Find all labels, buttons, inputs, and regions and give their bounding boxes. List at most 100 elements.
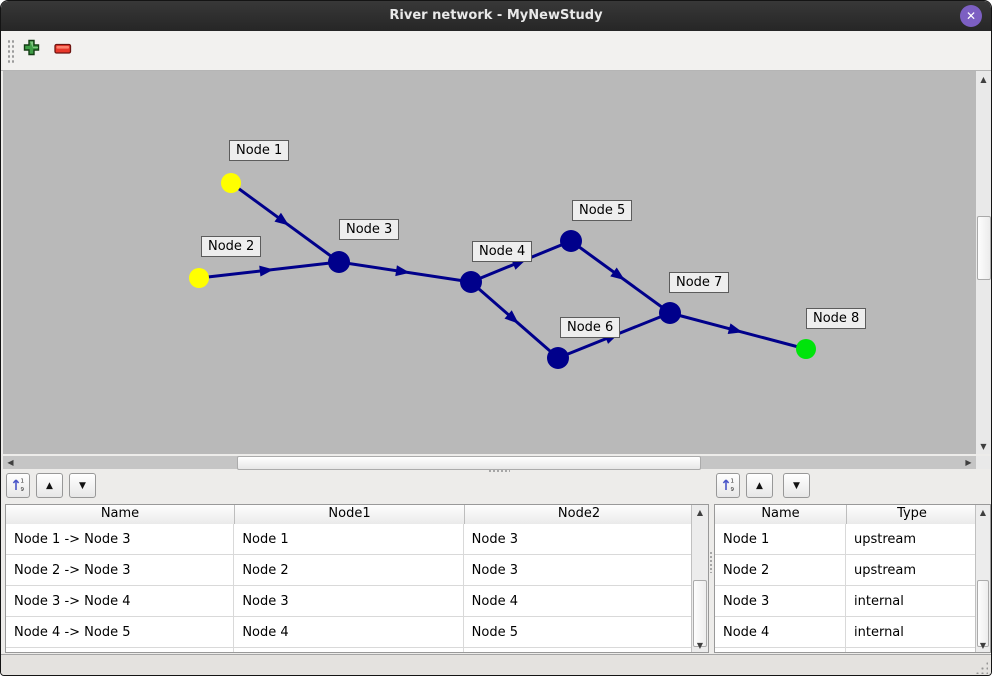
table-cell[interactable] — [846, 648, 976, 652]
network-node[interactable] — [460, 271, 482, 293]
node-label[interactable]: Node 8 — [806, 308, 867, 329]
network-node[interactable] — [221, 173, 241, 193]
title-bar[interactable]: River network - MyNewStudy ✕ — [1, 1, 991, 31]
table-cell[interactable]: Node 5 — [464, 617, 692, 647]
column-header[interactable]: Node1 — [235, 505, 465, 524]
node-label[interactable]: Node 7 — [669, 272, 730, 293]
edge-arrow-icon — [727, 323, 743, 334]
table-cell[interactable]: Node 2 -> Node 3 — [6, 555, 235, 585]
table-cell[interactable] — [464, 648, 692, 652]
scroll-down-icon[interactable]: ▼ — [696, 641, 704, 650]
table-cell[interactable]: Node 1 — [234, 524, 464, 554]
table-cell[interactable]: Node 4 — [234, 617, 464, 647]
network-node[interactable] — [189, 268, 209, 288]
scroll-right-icon[interactable]: ▶ — [965, 458, 972, 467]
edge-arrow-icon — [259, 265, 274, 277]
scroll-up-icon[interactable]: ▲ — [979, 508, 987, 517]
triangle-down-icon: ▼ — [793, 480, 800, 491]
svg-text:1: 1 — [730, 478, 734, 484]
column-header[interactable]: Node2 — [465, 505, 694, 524]
node-label[interactable]: Node 6 — [560, 317, 621, 338]
horizontal-scroll-thumb[interactable] — [237, 456, 701, 470]
nodes-move-up-button[interactable]: ▲ — [746, 473, 773, 498]
network-node[interactable] — [328, 251, 350, 273]
network-node[interactable] — [796, 339, 816, 359]
add-node-button[interactable] — [20, 38, 42, 60]
column-header[interactable]: Name — [6, 505, 235, 524]
vertical-splitter-handle[interactable] — [709, 551, 713, 573]
edge-arrow-icon — [504, 310, 519, 324]
network-node[interactable] — [659, 302, 681, 324]
network-node[interactable] — [560, 230, 582, 252]
table-cell[interactable]: Node 3 — [234, 586, 464, 616]
table-cell[interactable]: upstream — [846, 555, 976, 585]
table-cell[interactable]: Node 3 — [715, 586, 846, 616]
nodes-move-down-button[interactable]: ▼ — [783, 473, 810, 498]
column-header[interactable]: Type — [847, 505, 978, 524]
nodes-table-scrollbar[interactable]: ▲ ▼ — [975, 505, 990, 652]
sort-ascending-icon: 1 9 — [721, 477, 736, 495]
table-cell[interactable] — [715, 648, 846, 652]
vertical-scroll-thumb[interactable] — [977, 216, 991, 280]
horizontal-splitter-handle[interactable] — [488, 469, 510, 473]
links-move-down-button[interactable]: ▼ — [69, 473, 96, 498]
close-button[interactable]: ✕ — [960, 5, 982, 27]
vertical-scroll-thumb[interactable] — [693, 580, 707, 647]
triangle-down-icon: ▼ — [79, 480, 86, 491]
node-label[interactable]: Node 5 — [572, 200, 633, 221]
node-label[interactable]: Node 4 — [472, 241, 533, 262]
links-sort-button[interactable]: 1 9 — [6, 473, 30, 498]
links-table-scrollbar[interactable]: ▲ ▼ — [691, 505, 708, 652]
table-cell[interactable]: Node 4 — [715, 617, 846, 647]
scroll-down-icon[interactable]: ▼ — [979, 641, 987, 650]
table-cell[interactable]: Node 3 -> Node 4 — [6, 586, 235, 616]
toolbar-drag-handle[interactable] — [7, 39, 16, 63]
scroll-left-icon[interactable]: ◀ — [7, 458, 14, 467]
nodes-sort-button[interactable]: 1 9 — [716, 473, 740, 498]
table-cell[interactable] — [6, 648, 235, 652]
scroll-up-icon[interactable]: ▲ — [696, 508, 704, 517]
table-cell[interactable]: Node 1 — [715, 524, 846, 554]
edge-arrow-icon — [274, 212, 290, 226]
network-canvas[interactable]: Node 1 Node 2 Node 3 Node 4 Node 5 Node 6 Node… — [3, 71, 976, 454]
table-row[interactable] — [715, 648, 976, 652]
links-move-up-button[interactable]: ▲ — [36, 473, 63, 498]
table-cell[interactable]: Node 1 -> Node 3 — [6, 524, 235, 554]
node-label[interactable]: Node 2 — [201, 236, 262, 257]
canvas-vertical-scrollbar[interactable]: ▲ ▼ — [976, 71, 991, 454]
scroll-up-icon[interactable]: ▲ — [980, 74, 987, 84]
scroll-down-icon[interactable]: ▼ — [980, 441, 987, 451]
resize-grip[interactable] — [975, 661, 988, 674]
table-cell[interactable]: Node 2 — [715, 555, 846, 585]
table-cell[interactable]: Node 3 — [464, 524, 692, 554]
table-cell[interactable]: Node 2 — [234, 555, 464, 585]
network-node[interactable] — [547, 347, 569, 369]
canvas-horizontal-scrollbar[interactable]: ◀ ▶ — [3, 456, 976, 470]
table-cell[interactable]: Node 4 — [464, 586, 692, 616]
table-cell[interactable]: internal — [846, 617, 976, 647]
remove-node-button[interactable] — [52, 38, 74, 60]
table-cell[interactable] — [234, 648, 464, 652]
node-label[interactable]: Node 1 — [229, 140, 290, 161]
table-row[interactable] — [6, 648, 692, 652]
table-cell[interactable]: internal — [846, 586, 976, 616]
svg-text:1: 1 — [20, 478, 24, 484]
table-cell[interactable]: upstream — [846, 524, 976, 554]
vertical-scroll-thumb[interactable] — [977, 580, 989, 647]
window-title: River network - MyNewStudy — [389, 8, 603, 23]
node-label[interactable]: Node 3 — [339, 219, 400, 240]
column-header[interactable]: Name — [715, 505, 847, 524]
table-cell[interactable]: Node 3 — [464, 555, 692, 585]
table-cell[interactable]: Node 4 -> Node 5 — [6, 617, 235, 647]
